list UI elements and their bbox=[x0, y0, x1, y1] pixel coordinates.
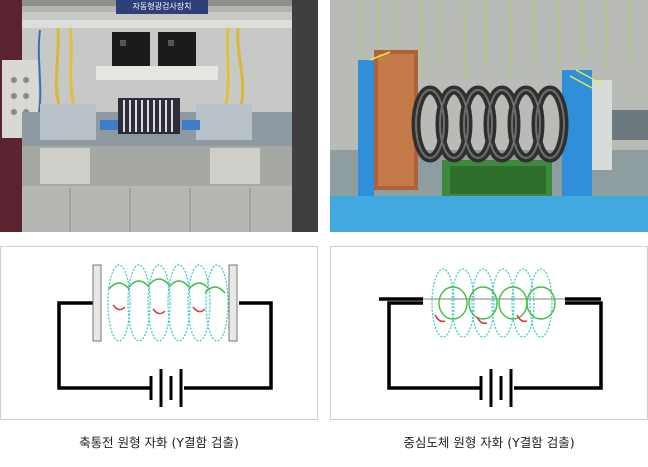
left-contact-plate bbox=[92, 264, 102, 342]
circuit-wire bbox=[387, 301, 603, 390]
right-diagram-caption: 중심도체 원형 자화 (Y결함 검출) bbox=[403, 435, 575, 450]
magnetic-field-lines bbox=[108, 278, 226, 294]
coil-spring bbox=[107, 264, 229, 342]
magnetic-field-lines bbox=[438, 286, 556, 320]
machine-photo: 자동형광검사장치 bbox=[0, 0, 318, 232]
battery-icon bbox=[149, 369, 183, 407]
axial-current-diagram bbox=[0, 246, 318, 420]
circuit-wire bbox=[57, 301, 273, 390]
left-diagram-caption: 축통전 원형 자화 (Y결함 검출) bbox=[79, 435, 239, 450]
coil-spring bbox=[431, 268, 553, 338]
machine-sign-label: 자동형광검사장치 bbox=[132, 2, 192, 11]
defect-marks bbox=[112, 304, 206, 315]
central-conductor-diagram bbox=[330, 246, 648, 420]
battery-icon bbox=[479, 369, 513, 407]
coil-inspection-photo bbox=[330, 0, 648, 232]
defect-marks bbox=[434, 314, 528, 325]
right-contact-plate bbox=[228, 264, 238, 342]
